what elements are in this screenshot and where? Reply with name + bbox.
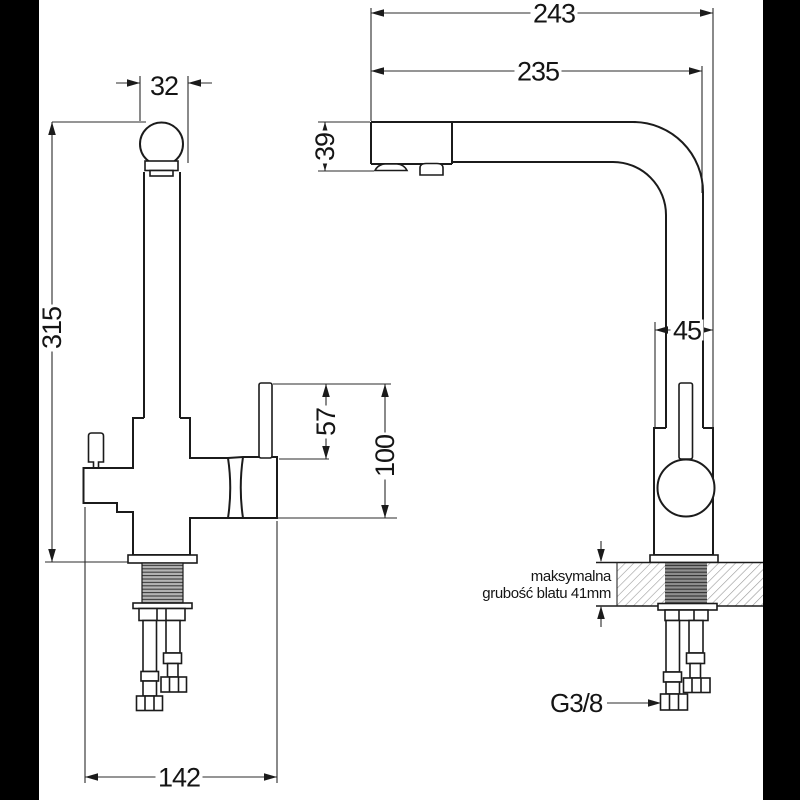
dim-39-label: 39 [310,133,340,161]
front-threaded-stem [141,562,184,604]
thread-size-callout: G3/8 [550,688,661,718]
dim-head-39: 39 [310,121,374,172]
dim-57-label: 57 [311,408,341,436]
side-handle-ball [656,458,716,518]
side-hose-right [682,619,711,694]
letterbox-left [0,0,39,800]
side-washer [657,602,718,611]
dim-100-label: 100 [370,435,400,477]
side-aerator-left [373,163,409,172]
dim-45-label: 45 [673,316,701,346]
dim-body-45: 45 [654,316,713,427]
side-threaded-stem [665,562,707,606]
side-spout [370,121,704,428]
side-hose-left [659,619,689,711]
countertop-slab: maksymalna grubość blatu 41mm [482,541,763,627]
counter-note-line1: maksymalna [531,568,612,585]
dim-base-142: 142 [84,507,278,793]
side-base-flange [649,554,719,564]
front-view: 315 32 [37,71,400,793]
dim-315-label: 315 [37,307,67,349]
dim-243-235: 243 235 [370,0,714,427]
front-handle-stick [258,382,273,459]
front-aerator-outer [144,160,179,172]
side-aerator-right [419,162,444,176]
front-base-flange [127,554,198,564]
front-mounting-nut [138,607,186,622]
front-hose-right [160,619,188,693]
front-hose-left [135,619,164,712]
dim-235-label: 235 [517,57,559,87]
front-spout-head [139,121,184,167]
side-handle-stick [678,382,694,460]
dim-32-label: 32 [150,71,178,101]
dim-height-315: 315 [37,121,146,563]
side-mounting-nut [664,609,709,622]
dim-243-label: 243 [533,0,575,29]
front-left-lever [87,432,105,468]
dim-57-100: 57 100 [273,383,400,519]
side-view: 243 235 39 [310,0,763,718]
letterbox-right [763,0,800,800]
front-outlet-cylinder [227,456,244,519]
thread-size-label: G3/8 [550,688,603,718]
dim-spout-32: 32 [116,71,212,163]
dim-142-label: 142 [158,763,200,793]
front-aerator-inner [149,169,174,177]
counter-note-line2: grubość blatu 41mm [482,585,611,602]
